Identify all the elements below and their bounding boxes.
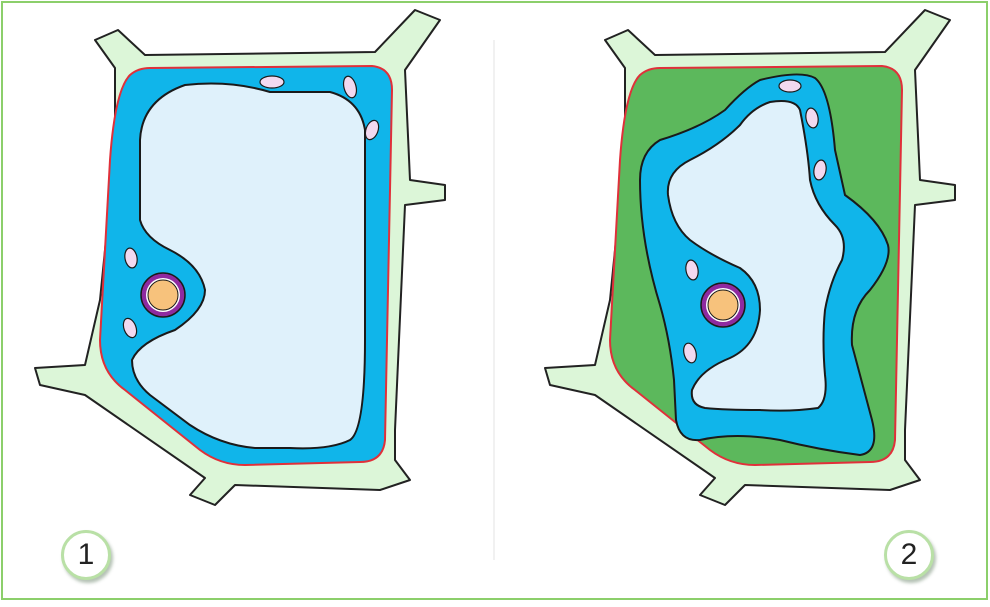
- plastid: [779, 80, 801, 92]
- panel-label-1: 1: [61, 530, 111, 580]
- plastid: [260, 76, 284, 88]
- panel-label-2: 2: [884, 530, 934, 580]
